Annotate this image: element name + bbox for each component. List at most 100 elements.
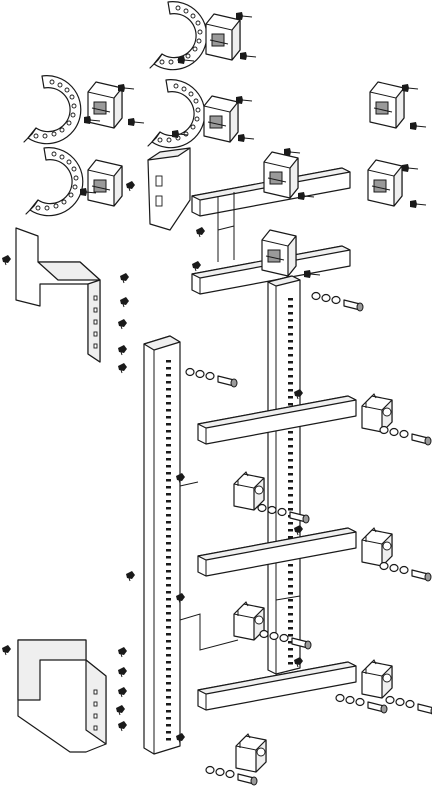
rail-tooth-left <box>166 654 171 657</box>
rail-tooth-left <box>166 465 171 468</box>
rail-tooth-right <box>288 312 293 315</box>
assembly-guide-lines <box>179 481 301 651</box>
rail-tooth-right <box>288 340 293 343</box>
rail-tooth-left <box>166 647 171 650</box>
rail-tooth-left <box>166 423 171 426</box>
rail-tooth-left <box>166 500 171 503</box>
wall-bracket-top-screws <box>117 272 130 374</box>
rail-tooth-left <box>166 626 171 629</box>
rail-tooth-right <box>288 389 293 392</box>
rail-tooth-right <box>288 466 293 469</box>
rail-tooth-right <box>288 361 293 364</box>
rail-tooth-left <box>166 710 171 713</box>
clip-bracket-6 <box>367 159 427 209</box>
rail-tooth-right <box>288 501 293 504</box>
clip-bracket-4 <box>87 159 123 207</box>
rail-tooth-right <box>288 585 293 588</box>
rail-tooth-right <box>288 375 293 378</box>
clamp-block-2 <box>233 471 265 511</box>
rail-tooth-right <box>288 473 293 476</box>
rail-tooth-left <box>166 619 171 622</box>
rail-tooth-left <box>166 507 171 510</box>
clamp-block-5 <box>361 659 393 699</box>
rail-tooth-right <box>288 459 293 462</box>
rail-tooth-right <box>288 522 293 525</box>
rail-tooth-right <box>288 396 293 399</box>
rail-tooth-right <box>288 606 293 609</box>
rail-tooth-left <box>166 612 171 615</box>
clip-bracket-2 <box>87 81 123 129</box>
rail-tooth-left <box>166 416 171 419</box>
rail-tooth-left <box>166 381 171 384</box>
rail-tooth-left <box>166 402 171 405</box>
rail-tooth-right <box>288 319 293 322</box>
rail-tooth-right <box>288 354 293 357</box>
loose-clip <box>125 570 136 582</box>
wall-bracket-bottom <box>1 639 107 753</box>
rail-tooth-left <box>166 738 171 741</box>
rail-tooth-left <box>166 675 171 678</box>
rail-tooth-left <box>166 486 171 489</box>
rail-tooth-left <box>166 689 171 692</box>
bolt-washer-set-5 <box>379 561 432 582</box>
rail-tooth-right <box>288 592 293 595</box>
clip-bracket-5 <box>369 81 427 131</box>
rail-tooth-left <box>166 633 171 636</box>
rail-tooth-right <box>288 494 293 497</box>
rail-tooth-right <box>288 487 293 490</box>
wall-bracket-bottom-screws <box>115 646 128 732</box>
bolt-washer-set-9 <box>385 695 432 716</box>
rail-tooth-right <box>288 536 293 539</box>
rail-tooth-left <box>166 388 171 391</box>
rail-tooth-right <box>288 298 293 301</box>
rail-tooth-right <box>288 368 293 371</box>
rail-tooth-left <box>166 717 171 720</box>
rail-tooth-left <box>166 374 171 377</box>
bolt-washer-set-1 <box>311 291 364 312</box>
rail-tooth-left <box>166 444 171 447</box>
rail-tooth-left <box>166 549 171 552</box>
rail-tooth-left <box>166 598 171 601</box>
rail-tooth-left <box>166 472 171 475</box>
rail-tooth-right <box>288 305 293 308</box>
rail-tooth-left <box>166 479 171 482</box>
rail-tooth-left <box>166 668 171 671</box>
rail-tooth-right <box>288 613 293 616</box>
rail-tooth-right <box>288 333 293 336</box>
bolt-washer-set-2 <box>185 367 238 388</box>
vertical-rail-right <box>267 275 301 675</box>
wall-bracket-top <box>1 227 101 363</box>
rail-tooth-right <box>288 431 293 434</box>
rail-tooth-right <box>288 578 293 581</box>
round-bracket-2 <box>23 75 82 145</box>
rail-tooth-left <box>166 570 171 573</box>
rail-tooth-left <box>166 395 171 398</box>
vertical-rail-left <box>143 335 181 755</box>
rail-tooth-right <box>288 438 293 441</box>
rail-tooth-right <box>288 403 293 406</box>
clip-bracket-3 <box>203 95 239 143</box>
rail-tooth-right <box>288 620 293 623</box>
rail-tooth-left <box>166 367 171 370</box>
rail-tooth-left <box>166 577 171 580</box>
rail-tooth-right <box>288 480 293 483</box>
rail-tooth-left <box>166 563 171 566</box>
rail-tooth-right <box>288 445 293 448</box>
rail-tooth-left <box>166 430 171 433</box>
rail-tooth-right <box>288 641 293 644</box>
rail-tooth-left <box>166 535 171 538</box>
rail-tooth-right <box>288 452 293 455</box>
angle-mounting-bracket <box>147 147 206 272</box>
rail-tooth-left <box>166 640 171 643</box>
clip-bracket-1 <box>205 13 241 61</box>
rail-tooth-left <box>166 703 171 706</box>
rail-tooth-right <box>288 508 293 511</box>
clamp-block-3 <box>361 527 393 567</box>
rail-tooth-left <box>166 493 171 496</box>
rail-tooth-left <box>166 724 171 727</box>
rail-tooth-left <box>166 591 171 594</box>
rail-tooth-right <box>288 662 293 665</box>
rail-tooth-right <box>288 655 293 658</box>
bolt-washer-set-3 <box>379 425 432 446</box>
